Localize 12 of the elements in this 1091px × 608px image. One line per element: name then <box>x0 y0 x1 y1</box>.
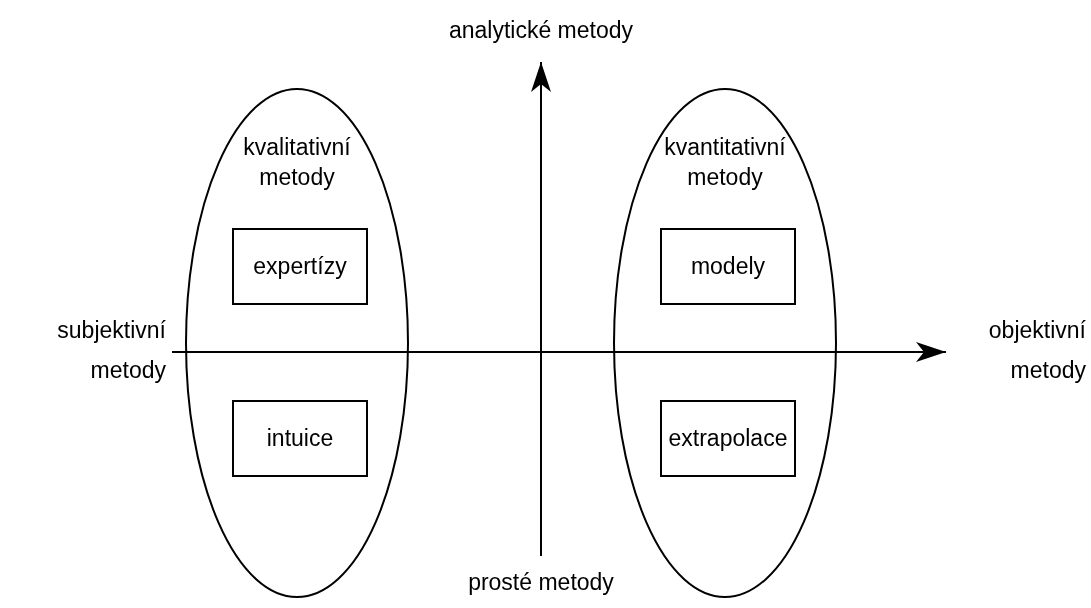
method-box: extrapolace <box>660 400 796 477</box>
ellipse-heading: kvantitativní metody <box>663 133 787 192</box>
axis-label: analytické metody <box>447 16 635 45</box>
axis-label: prosté metody <box>467 568 615 597</box>
method-box: intuice <box>232 400 368 477</box>
category-ellipse <box>613 88 837 598</box>
category-ellipse <box>185 88 409 598</box>
axis-label: objektivní metody <box>987 316 1086 385</box>
method-box: expertízy <box>232 228 368 305</box>
method-box: modely <box>660 228 796 305</box>
ellipse-heading: kvalitativní metody <box>242 133 352 192</box>
axis-label: subjektivní metody <box>56 316 166 385</box>
